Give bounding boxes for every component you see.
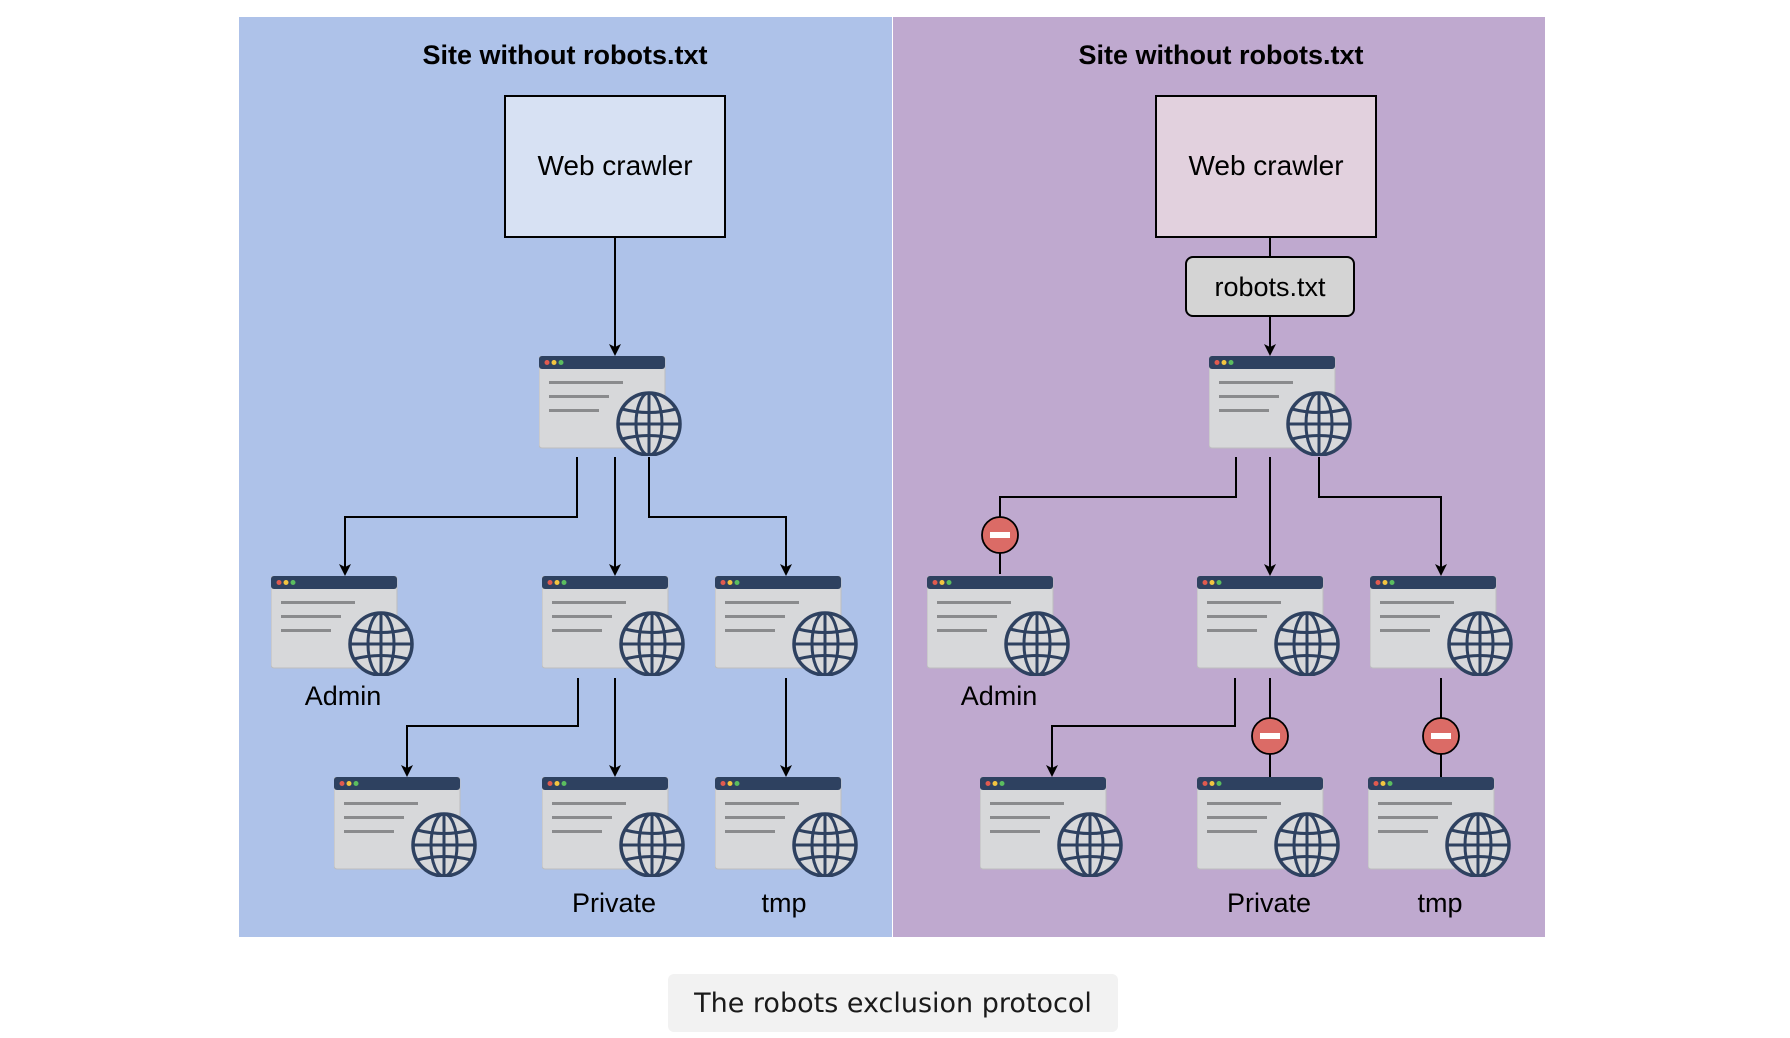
private-blocked-icon (1251, 717, 1289, 755)
admin-blocked-icon (981, 516, 1019, 554)
right-middle-site-icon (1197, 576, 1340, 676)
robots-txt-box (1185, 256, 1355, 317)
figure-caption: The robots exclusion protocol (668, 974, 1118, 1032)
right-subpage-site-icon (980, 777, 1123, 877)
right-panel-title: Site without robots.txt (1079, 40, 1364, 70)
robots-txt-label: robots.txt (1214, 272, 1326, 302)
tmp-blocked-icon (1422, 717, 1460, 755)
right-crawler-label: Web crawler (1188, 150, 1343, 181)
left-crawler-box (504, 95, 726, 238)
left-panel-title: Site without robots.txt (423, 40, 708, 70)
left-admin-label: Admin (305, 681, 382, 711)
left-connectors (339, 237, 792, 777)
left-tmp-label: tmp (761, 888, 806, 918)
left-admin-site-icon (271, 576, 414, 676)
right-private-label: Private (1227, 888, 1311, 918)
right-admin-label: Admin (961, 681, 1038, 711)
right-admin-site-icon (927, 576, 1070, 676)
right-tmp-site-icon (1368, 777, 1511, 877)
right-panel: Site without robots.txt Web crawler robo… (893, 17, 1545, 937)
left-subpage-site-icon (334, 777, 477, 877)
left-private-site-icon (542, 777, 685, 877)
right-private-site-icon (1197, 777, 1340, 877)
left-private-label: Private (572, 888, 656, 918)
right-crawler-box (1155, 95, 1377, 238)
left-right-site-icon (715, 576, 858, 676)
left-middle-site-icon (542, 576, 685, 676)
right-tmp-label: tmp (1417, 888, 1462, 918)
left-root-site-icon (539, 356, 682, 456)
right-right-site-icon (1370, 576, 1513, 676)
right-root-site-icon (1209, 356, 1352, 456)
left-tmp-site-icon (715, 777, 858, 877)
left-crawler-label: Web crawler (537, 150, 692, 181)
left-panel: Site without robots.txt Web crawler Admi… (239, 17, 892, 937)
